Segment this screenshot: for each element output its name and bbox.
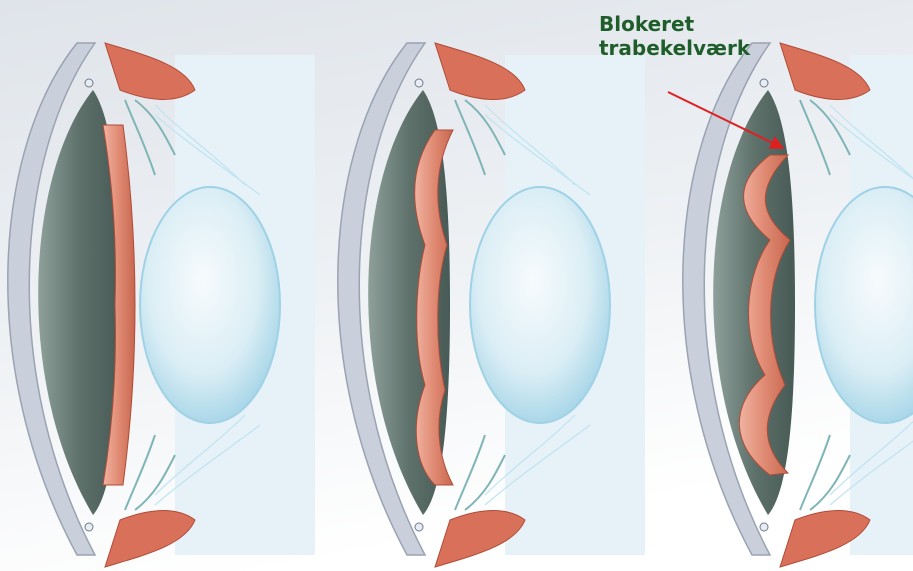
annotation-line-2: trabekelværk [599,36,750,60]
annotation-line-1: Blokeret [599,12,750,36]
annotation-label: Blokeret trabekelværk [599,12,750,60]
